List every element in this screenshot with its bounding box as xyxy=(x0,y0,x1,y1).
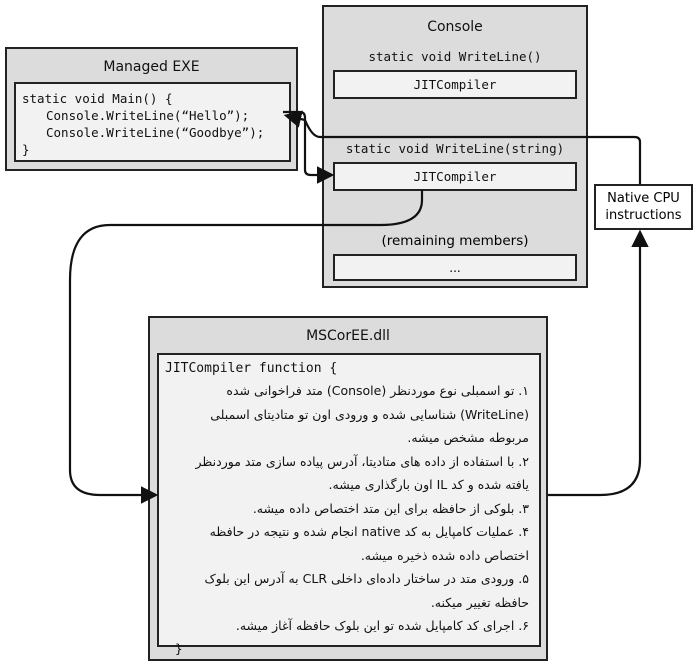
console-box: Console static void WriteLine() JITCompi… xyxy=(322,5,588,288)
remaining-members-box: ... xyxy=(333,254,577,281)
mscoree-title: MSCorEE.dll xyxy=(306,328,390,344)
code-line-hello: Console.WriteLine(“Hello”); xyxy=(46,108,250,123)
main-code-box: static void Main() { Console.WriteLine(“… xyxy=(14,82,291,162)
native-cpu-label: Native CPU instructions xyxy=(605,191,682,223)
method-writeline: static void WriteLine() xyxy=(368,49,542,64)
arrow-native-to-call xyxy=(283,110,642,184)
jit-step-1: ۱. تو اسمبلی نوع موردنظر (Console) متد ف… xyxy=(210,383,529,445)
mscoree-box: MSCorEE.dll JITCompiler function { ۱. تو… xyxy=(148,316,548,661)
managed-exe-box: Managed EXE static void Main() { Console… xyxy=(5,47,298,171)
method-writeline-string: static void WriteLine(string) xyxy=(345,141,565,156)
console-title: Console xyxy=(427,19,483,35)
arrow-jit-to-native xyxy=(548,229,649,497)
jitcompiler-stub-1: JITCompiler xyxy=(333,70,577,99)
jitcompiler-stub-2: JITCompiler xyxy=(333,162,577,191)
jit-step-3: ۳. بلوکی از حافظه برای این متد اختصاص دا… xyxy=(252,500,529,516)
code-line: } xyxy=(22,142,30,157)
code-line: static void Main() { xyxy=(22,91,173,106)
native-cpu-box: Native CPU instructions xyxy=(594,184,693,230)
jit-function-footer: } xyxy=(175,640,183,656)
code-line-goodbye: Console.WriteLine(“Goodbye”); xyxy=(46,125,265,140)
jit-step-2: ۲. با استفاده از داده های متادیتا، آدرس … xyxy=(195,453,529,493)
managed-exe-title: Managed EXE xyxy=(103,59,200,75)
jit-function-header: JITCompiler function { xyxy=(165,361,338,376)
jit-step-4: ۴. عملیات کامپایل به کد native انجام شده… xyxy=(209,524,529,563)
jit-step-5: ۵. ورودی متد در ساختار داده‌ای داخلی CLR… xyxy=(204,571,530,610)
arrow-stub-to-jit xyxy=(68,190,424,504)
remaining-members-label: (remaining members) xyxy=(381,233,529,249)
jit-step-6: ۶. اجرای کد کامپایل شده تو این بلوک حافظ… xyxy=(235,618,529,633)
jitcompiler-function-box: JITCompiler function { ۱. تو اسمبلی نوع … xyxy=(157,353,541,656)
